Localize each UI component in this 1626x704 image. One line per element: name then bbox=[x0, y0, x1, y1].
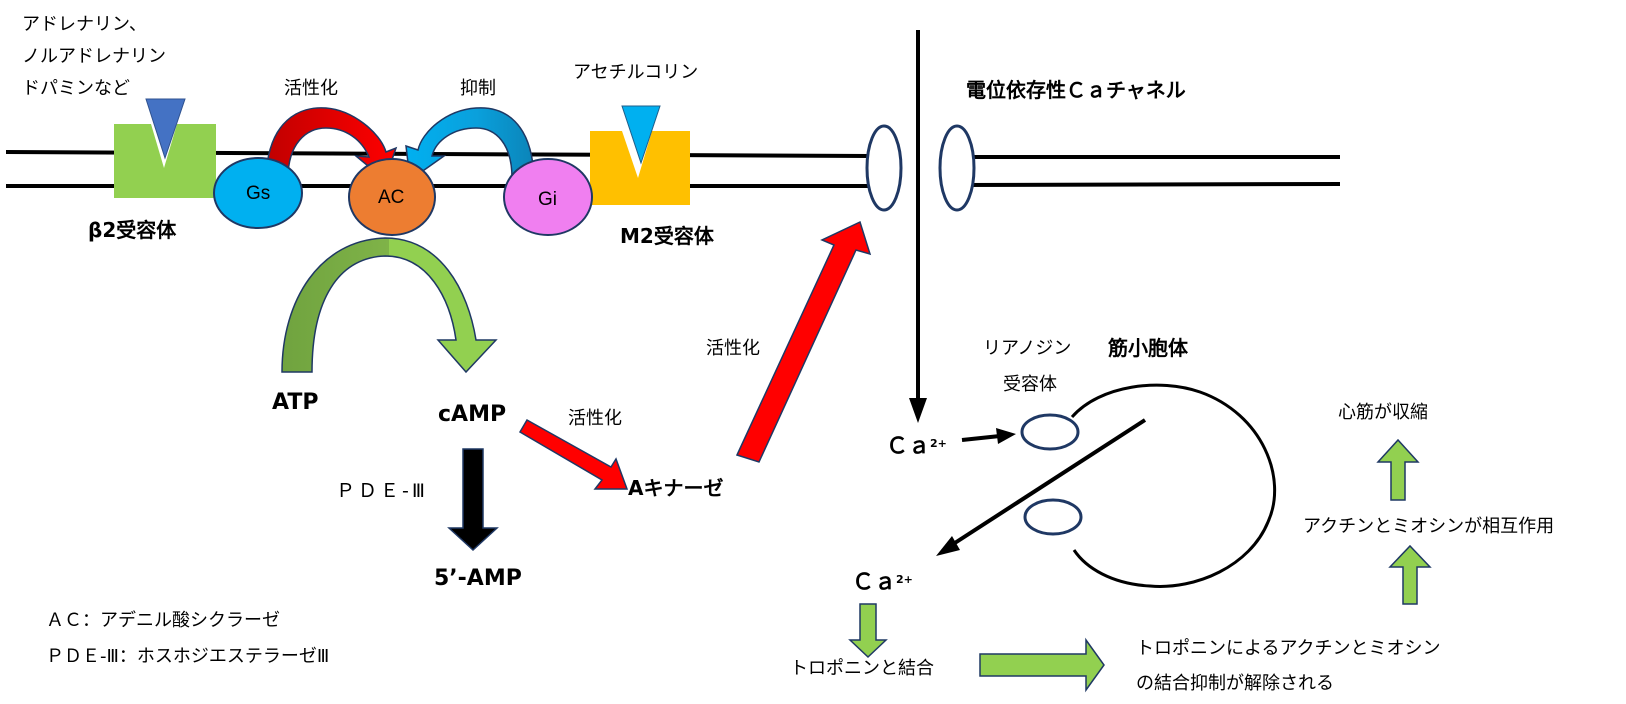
pka-to-channel-arrow bbox=[735, 220, 872, 463]
legend-ac: ＡＣ：アデニル酸シクラーゼ bbox=[46, 610, 280, 631]
contraction-label: 心筋が収縮 bbox=[1338, 402, 1428, 423]
gi-inhibition-arrow bbox=[405, 107, 535, 182]
cell-membrane-right bbox=[959, 155, 1341, 187]
amp5-label: 5’-AMP bbox=[434, 566, 522, 591]
pka-activation-label: 活性化 bbox=[706, 338, 760, 359]
ca-ion-upper: Ｃａ2+ bbox=[886, 436, 947, 458]
ca-channel bbox=[865, 124, 976, 212]
camp-to-pka-arrow bbox=[518, 418, 629, 490]
ac-protein bbox=[348, 158, 436, 236]
ca-to-ryanodine-arrow bbox=[961, 428, 1016, 444]
ca-channel-label: 電位依存性Ｃａチャネル bbox=[966, 78, 1186, 102]
pde3-label: ＰＤＥ-Ⅲ bbox=[336, 480, 428, 502]
camp-label: cAMP bbox=[438, 402, 507, 427]
pde3-degradation-arrow bbox=[447, 448, 499, 552]
atp-to-camp-arrow bbox=[281, 237, 498, 374]
m2-receptor-label: M2受容体 bbox=[620, 224, 714, 248]
gs-label: Gs bbox=[246, 183, 271, 204]
ligand-dopamine: ドパミンなど bbox=[22, 78, 130, 99]
actin-myosin-label: アクチンとミオシンが相互作用 bbox=[1303, 516, 1555, 537]
ca-charge: 2+ bbox=[930, 437, 947, 450]
ca-charge: 2+ bbox=[896, 573, 913, 586]
ca-to-troponin-arrow bbox=[848, 603, 888, 659]
ca-symbol: Ｃａ bbox=[886, 434, 931, 459]
sarcoplasmic-reticulum bbox=[1070, 383, 1277, 588]
beta2-ligand-triangle bbox=[145, 98, 186, 160]
legend-pde: ＰＤＥ-Ⅲ：ホスホジエステラーゼⅢ bbox=[46, 646, 330, 667]
gs-protein bbox=[213, 157, 303, 229]
beta2-receptor-label: β2受容体 bbox=[88, 218, 177, 242]
ca-influx-arrow bbox=[909, 30, 927, 423]
sr-label: 筋小胞体 bbox=[1108, 336, 1188, 360]
inhibition-released-line2: の結合抑制が解除される bbox=[1136, 673, 1334, 694]
ca-symbol: Ｃａ bbox=[852, 570, 897, 595]
atp-label: ATP bbox=[272, 390, 319, 415]
inhibition-released-line1: トロポニンによるアクチンとミオシン bbox=[1136, 638, 1441, 659]
ac-label: AC bbox=[378, 187, 405, 208]
ligand-adrenaline: アドレナリン、 bbox=[22, 14, 147, 35]
m2-ligand-triangle bbox=[621, 105, 661, 165]
ryanodine-label-line1: リアノジン bbox=[983, 338, 1072, 359]
ryanodine-receptor-top bbox=[1020, 413, 1080, 451]
ryanodine-receptor-bottom bbox=[1023, 498, 1083, 536]
pka-label: Aキナーゼ bbox=[628, 476, 724, 500]
ryanodine-label-line2: 受容体 bbox=[1003, 374, 1057, 395]
ligand-acetylcholine: アセチルコリン bbox=[573, 62, 699, 83]
gi-inhibition-label: 抑制 bbox=[460, 78, 496, 99]
gs-activation-label: 活性化 bbox=[284, 78, 338, 99]
ca-ion-lower: Ｃａ2+ bbox=[852, 572, 913, 594]
gi-label: Gi bbox=[538, 189, 557, 210]
ca-release-arrow bbox=[936, 418, 1147, 556]
troponin-to-release-arrow bbox=[979, 637, 1105, 693]
gs-activation-arrow bbox=[265, 107, 398, 182]
ligand-noradrenaline: ノルアドレナリン bbox=[22, 46, 166, 67]
troponin-binding-label: トロポニンと結合 bbox=[790, 658, 934, 679]
gi-protein bbox=[503, 158, 593, 236]
interaction-to-contraction-arrow bbox=[1376, 438, 1420, 501]
release-to-interaction-arrow bbox=[1388, 544, 1432, 605]
camp-activation-label: 活性化 bbox=[568, 408, 622, 429]
